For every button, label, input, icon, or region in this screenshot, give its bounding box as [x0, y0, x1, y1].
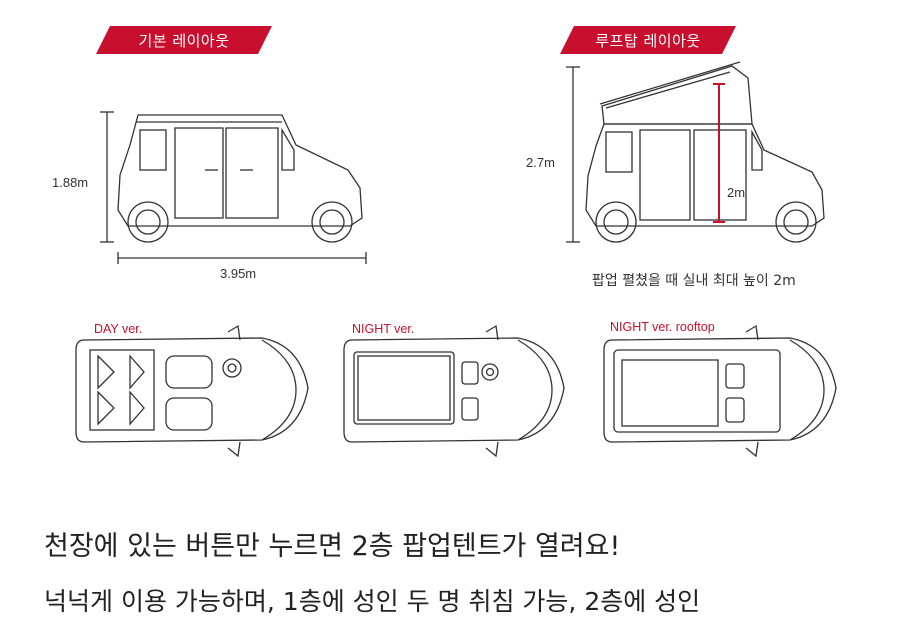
- interior-height-indicator: [713, 83, 725, 223]
- headline: 천장에 있는 버튼만 누르면 2층 팝업텐트가 열려요!: [44, 531, 621, 562]
- popup-caption: 팝업 펼쳤을 때 실내 최대 높이 2m: [592, 273, 796, 289]
- basic-layout-tag: 기본 레이아웃: [96, 26, 272, 54]
- interior-height-label: 2m: [727, 185, 746, 200]
- day-top-view: [75, 324, 309, 458]
- length-label: 3.95m: [220, 266, 257, 281]
- night-rooftop-ver-label: NIGHT ver. rooftop: [610, 320, 715, 334]
- body-line: 넉넉게 이용 가능하며, 1층에 성인 두 명 취침 가능, 2층에 성인: [44, 587, 701, 616]
- day-ver-label: DAY ver.: [94, 322, 143, 336]
- rooftop-side-view: [566, 61, 825, 243]
- night-ver-label: NIGHT ver.: [352, 322, 415, 336]
- night-rooftop-top-view: [603, 324, 837, 458]
- rooftop-layout-tag: 루프탑 레이아웃: [560, 26, 736, 54]
- night-top-view: [343, 324, 565, 458]
- van-diagrams: [75, 61, 837, 458]
- height-rooftop-label: 2.7m: [526, 155, 555, 170]
- basic-side-view: [100, 111, 367, 264]
- height-basic-label: 1.88m: [52, 175, 89, 190]
